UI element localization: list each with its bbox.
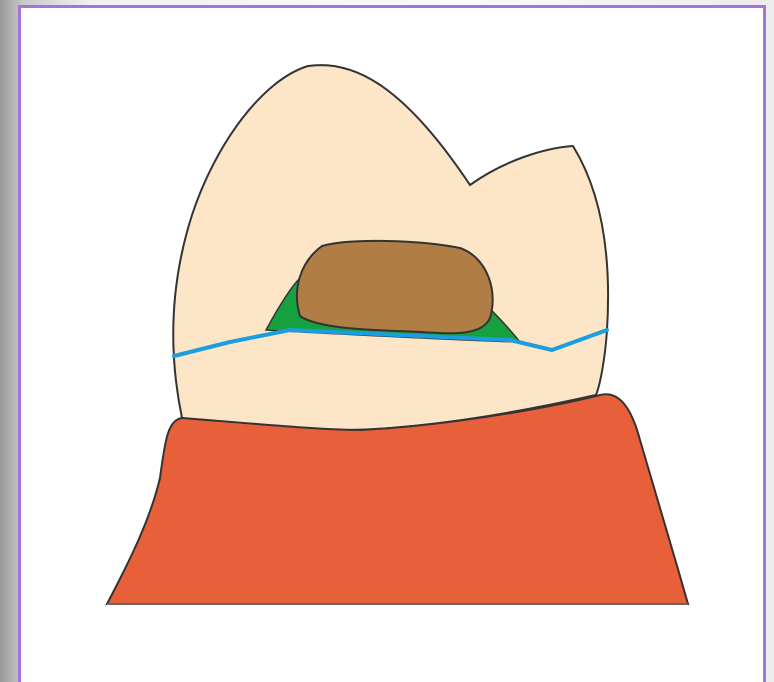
pulp-chamber-shape: [297, 241, 493, 333]
